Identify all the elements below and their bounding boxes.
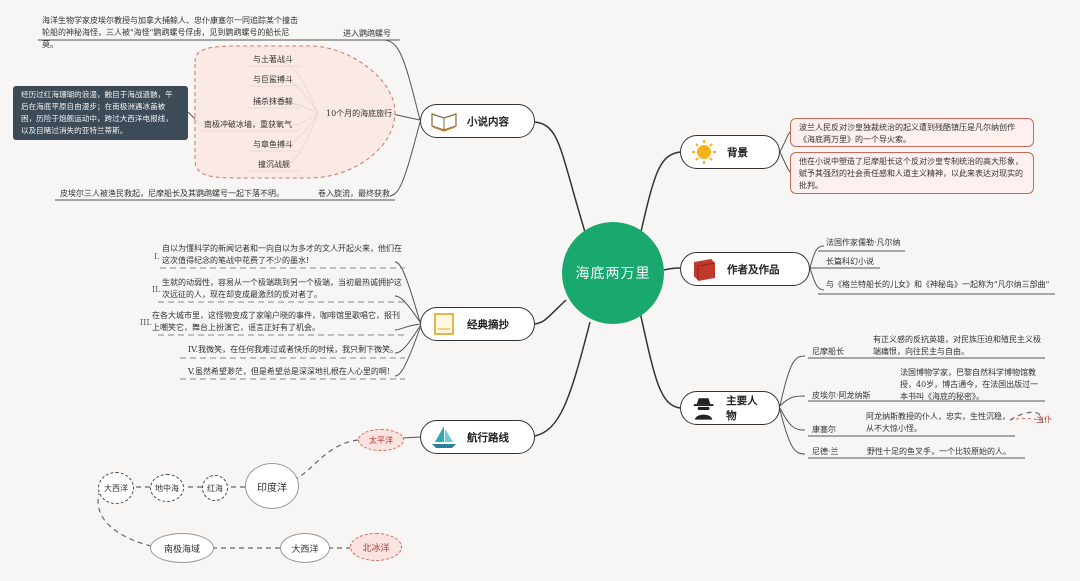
quote-text: 生就的动弱性，容易从一个极端跳到另一个极端，当初最热诚拥护这次远征的人，现在却变…: [162, 278, 402, 299]
background-item: 波兰人民反对沙皇独裁统治的起义遭到残酷镇压是凡尔纳创作《海底两万里》的一个导火索…: [790, 118, 1034, 147]
branch-novel-content[interactable]: 小说内容: [420, 104, 535, 138]
red-book-icon: [693, 259, 716, 282]
route-place-antarctic: 南极海域: [150, 533, 214, 563]
character-desc: 有正义感的反抗英雄，对民族压迫和殖民主义极端痛恨，向往民主与自由。: [873, 335, 1041, 356]
event-item: 与巨鲨搏斗: [253, 75, 293, 84]
character-desc: 法国博物学家，巴黎自然科学博物馆教授，40岁，博古通今，在法国出版过一本书叫《海…: [900, 368, 1039, 401]
route-place-label: 红海: [207, 483, 223, 493]
route-place-red-sea: 红海: [202, 475, 228, 501]
character-name: 尼德·兰: [812, 447, 839, 456]
master-servant-label: 主仆: [1036, 415, 1052, 424]
author-item: 法国作家儒勒·凡尔纳: [826, 238, 901, 247]
frame-icon: [434, 313, 454, 335]
voyage-label: 10个月的海底旅行: [326, 109, 393, 118]
route-place-label: 地中海: [155, 483, 179, 493]
event-item: 南极冲破冰墙，重获氧气: [204, 120, 292, 129]
novel-intro-text: 海洋生物学家皮埃尔教授与加拿大捕鲸人、忠仆康塞尔一同追踪某个撞击轮船的神秘海怪，…: [42, 16, 298, 49]
branch-label: 经典摘抄: [467, 318, 509, 331]
character-name: 尼摩船长: [812, 347, 844, 356]
author-item: 长篇科幻小说: [826, 257, 874, 266]
author-item: 与《格兰特船长的儿女》和《神秘岛》一起称为"凡尔纳三部曲": [826, 280, 1050, 289]
character-desc: 阿龙纳斯教授的仆人，忠实，生性沉稳，从不大惊小怪。: [866, 412, 1010, 433]
branch-label: 小说内容: [467, 115, 509, 128]
event-item: 与章鱼搏斗: [253, 140, 293, 149]
route-place-label: 大西洋: [291, 544, 319, 555]
branch-characters[interactable]: 主要人物: [680, 391, 780, 425]
enter-nautilus-label: 进入鹦鹉螺号: [343, 29, 391, 38]
sailboat-icon: [432, 426, 456, 448]
branch-quotes[interactable]: 经典摘抄: [420, 307, 535, 341]
route-place-label: 太平洋: [369, 435, 393, 445]
event-item: 捕杀抹香鲸: [253, 97, 293, 106]
character-name: 皮埃尔·阿龙纳斯: [812, 391, 871, 400]
quote-number: III.: [140, 318, 153, 327]
route-place-label: 大西洋: [104, 483, 128, 493]
quote-text: 在各大城市里，这怪物变成了家喻户晓的事件，咖啡馆里歌唱它，报刊上嘲笑它，舞台上扮…: [152, 311, 400, 332]
event-item: 与土著战斗: [253, 55, 293, 64]
route-place-label: 北冰洋: [362, 543, 390, 554]
character-desc: 野性十足的鱼叉手，一个比较原始的人。: [867, 447, 1011, 456]
quote-text: 自以为懂科学的新闻记者和一向自以为多才的文人开起火来，他们在这次值得纪念的笔战中…: [162, 244, 402, 265]
quote-number: I.: [154, 252, 160, 261]
quote-number: II.: [152, 285, 161, 294]
branch-label: 主要人物: [726, 395, 758, 422]
route-place-atlantic-2: 大西洋: [280, 533, 330, 563]
branch-author-works[interactable]: 作者及作品: [680, 252, 810, 286]
route-place-label: 印度洋: [257, 482, 287, 494]
branch-background[interactable]: 背景: [680, 135, 780, 169]
route-place-atlantic: 大西洋: [98, 472, 134, 504]
branch-route[interactable]: 航行路线: [420, 420, 535, 454]
spy-icon: [693, 398, 714, 420]
branch-label: 背景: [727, 146, 748, 159]
voyage-note-box: 经历过红海珊瑚的浪漫，触目于海战遗骸，午后在海底平原自由漫步；在南极洲遇冰盖被困…: [13, 86, 188, 140]
ending-label: 卷入旋流，最终获救: [318, 189, 390, 198]
character-name: 康塞尔: [812, 425, 836, 434]
central-topic[interactable]: 海底两万里: [562, 222, 664, 324]
route-place-label: 南极海域: [163, 544, 200, 555]
ending-text: 皮埃尔三人被渔民救起，尼摩船长及其鹦鹉螺号一起下落不明。: [60, 189, 284, 198]
route-place-arctic: 北冰洋: [350, 533, 402, 561]
route-place-mediterranean: 地中海: [150, 474, 184, 502]
background-item: 他在小说中塑造了尼摩船长这个反对沙皇专制统治的高大形象，赋予其强烈的社会责任感和…: [790, 152, 1034, 194]
quote-text: V.虽然希望渺茫，但是希望总是深深地扎根在人心里的啊!: [188, 367, 391, 376]
quote-text: IV.我微笑，在任何我难过或者快乐的时候，我只剩下微笑。: [188, 345, 399, 354]
event-item: 撞沉战舰: [258, 160, 290, 169]
branch-label: 航行路线: [467, 431, 509, 444]
route-place-pacific: 太平洋: [358, 429, 404, 451]
sun-icon: [692, 140, 716, 164]
book-icon: [431, 113, 457, 132]
branch-label: 作者及作品: [727, 263, 780, 276]
central-topic-label: 海底两万里: [575, 266, 651, 282]
route-place-indian-ocean: 印度洋: [245, 463, 299, 509]
